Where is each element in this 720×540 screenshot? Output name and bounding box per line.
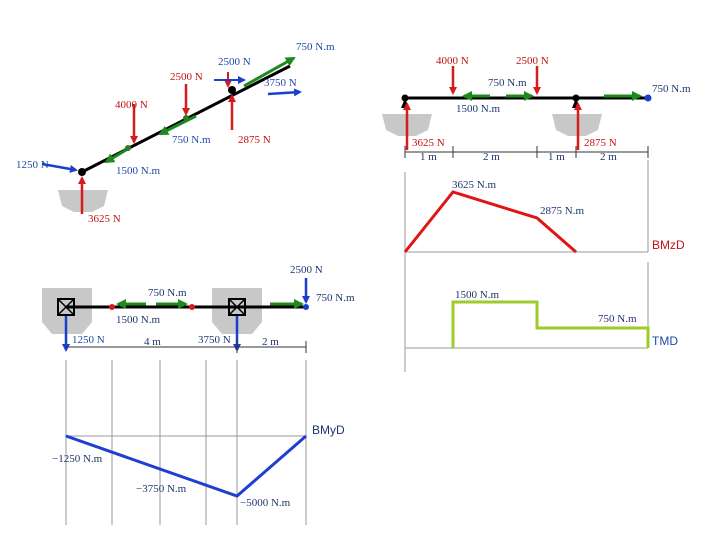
xy-label-750-mid: 750 N.m: [488, 77, 527, 89]
xy-label-2875: 2875 N: [584, 137, 617, 149]
bmz-label-3625: 3625 N.m: [452, 179, 496, 191]
xz-label-1500: 1500 N.m: [116, 314, 160, 326]
iso-moment-750-mid: [158, 114, 197, 136]
iso-label-1500: 1500 N.m: [116, 165, 160, 177]
xz-label-750-left: 750 N.m: [148, 287, 187, 299]
bmy-title: BMyD: [312, 423, 345, 437]
iso-label-1250: 1250 N: [16, 159, 49, 171]
xz-node-1: [109, 304, 115, 310]
iso-node-mid: [125, 145, 131, 151]
xz-support-left-x2: [57, 298, 75, 316]
xy-dim-label-3: 1 m: [548, 151, 565, 163]
xz-support-left: [57, 298, 75, 316]
tmd-curve: [451, 300, 650, 348]
tmd-title: TMD: [652, 334, 678, 348]
xz-dim-label-4: 4 m: [144, 336, 161, 348]
bmz-title: BMzD: [652, 238, 685, 252]
iso-node-left: [78, 168, 86, 176]
iso-axial-3750: [267, 88, 302, 97]
xy-node-left: [401, 94, 409, 102]
iso-axial-1250: [41, 162, 78, 173]
xy-label-4000: 4000 N: [436, 55, 469, 67]
bmy-diagram: −1250 N.m −3750 N.m −5000 N.m BMyD: [52, 360, 345, 525]
iso-label-2500-top: 2500 N: [218, 56, 251, 68]
xz-dim-label-2: 2 m: [262, 336, 279, 348]
bmy-label-3750: −3750 N.m: [136, 483, 187, 495]
bmy-label-5000: −5000 N.m: [240, 497, 291, 509]
xz-bearing-left: [42, 288, 92, 334]
iso-moment-750-top: [243, 56, 296, 88]
xz-node-end: [303, 304, 309, 310]
bmy-curve: [65, 434, 307, 498]
iso-node-right: [228, 86, 236, 94]
xz-node-2: [189, 304, 195, 310]
xz-bearing-right: [212, 288, 262, 334]
xz-label-2500: 2500 N: [290, 264, 323, 276]
xy-label-1500: 1500 N.m: [456, 103, 500, 115]
xy-node-right: [572, 94, 580, 102]
iso-view: 2500 N 750 N.m 2500 N 3750 N 4000 N 750 …: [16, 41, 335, 225]
iso-label-2500: 2500 N: [170, 71, 203, 83]
xz-label-750-right: 750 N.m: [316, 292, 355, 304]
xz-label-3750: 3750 N: [198, 334, 231, 346]
xy-dim-label-4: 2 m: [600, 151, 617, 163]
xz-support-right: [228, 298, 246, 316]
xy-dim-label-2: 2 m: [483, 151, 500, 163]
iso-label-3750: 3750 N: [264, 77, 297, 89]
bmz-label-2875: 2875 N.m: [540, 205, 584, 217]
iso-label-2875: 2875 N: [238, 134, 271, 146]
tmd-label-1500: 1500 N.m: [455, 289, 499, 301]
xy-node-end: [644, 94, 652, 102]
iso-moment-1500: [104, 148, 127, 164]
xy-dim-label-1: 1 m: [420, 151, 437, 163]
bmy-label-1250: −1250 N.m: [52, 453, 103, 465]
tmd-diagram: 1500 N.m 750 N.m TMD: [404, 262, 678, 349]
xz-support-right-x2: [228, 298, 246, 316]
xy-label-750-right: 750 N.m: [652, 83, 691, 95]
iso-label-750-mid: 750 N.m: [172, 134, 211, 146]
xy-label-3625: 3625 N: [412, 137, 445, 149]
iso-label-750-top: 750 N.m: [296, 41, 335, 53]
iso-label-4000: 4000 N: [115, 99, 148, 111]
xz-label-1250: 1250 N: [72, 334, 105, 346]
xy-label-2500: 2500 N: [516, 55, 549, 67]
xz-view: 2500 N 750 N.m 750 N.m 1500 N.m 1250 N 3…: [42, 264, 355, 353]
bmz-diagram: 3625 N.m 2875 N.m BMzD: [403, 160, 685, 372]
bmz-curve: [403, 190, 577, 254]
xy-view: 4000 N 2500 N 750 N.m 750 N.m 1500 N.m 3…: [382, 55, 691, 163]
tmd-label-750: 750 N.m: [598, 313, 637, 325]
iso-label-3625: 3625 N: [88, 213, 121, 225]
